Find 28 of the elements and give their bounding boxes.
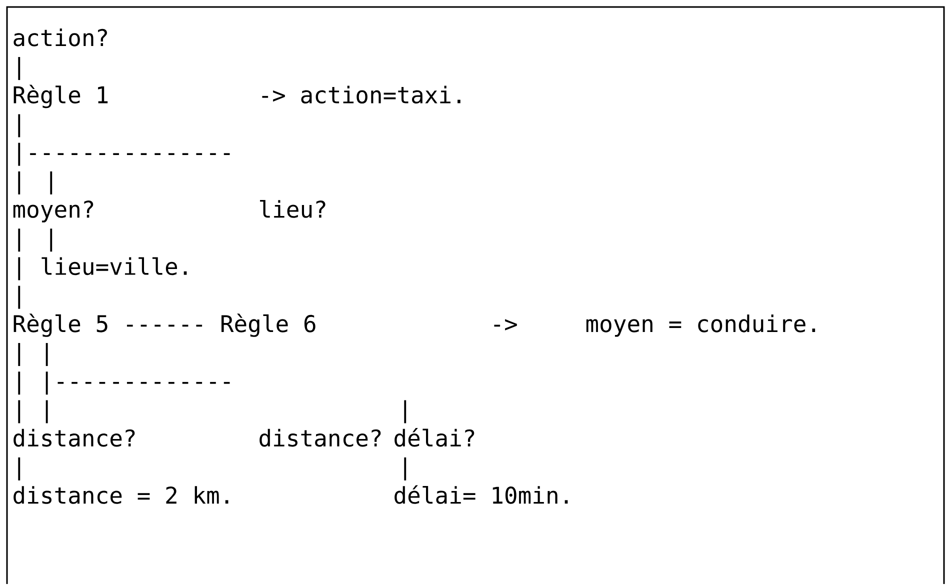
- ascii-text: |: [18, 228, 20, 252]
- ascii-text: | |: [18, 343, 48, 366]
- ascii-text: |: [404, 457, 406, 480]
- ascii-text: |: [18, 286, 20, 309]
- ascii-text: -> action=taxi.: [262, 86, 460, 104]
- ascii-text: Règle 5 ------ Règle 6: [14, 314, 316, 337]
- ascii-text: lieu?: [260, 200, 326, 218]
- ascii-text: délai?: [394, 428, 474, 447]
- ascii-text: |: [18, 171, 20, 194]
- ascii-text: |---------------: [18, 142, 230, 166]
- ascii-text: |: [404, 400, 406, 424]
- ascii-text: Règle 1: [14, 84, 108, 108]
- ascii-text: distance?: [260, 428, 381, 447]
- ascii-text: délai= 10min.: [394, 485, 568, 504]
- ascii-text: |: [50, 228, 52, 252]
- ascii-text: distance = 2 km.: [14, 486, 228, 504]
- ascii-text: |: [18, 457, 20, 480]
- ascii-text: | |: [18, 400, 48, 424]
- ascii-text: action?: [14, 28, 107, 46]
- ascii-text: moyen = conduire.: [586, 314, 816, 337]
- ascii-text: ->: [494, 319, 517, 330]
- ascii-text: | lieu=ville.: [18, 257, 187, 280]
- ascii-text: |: [50, 171, 52, 194]
- ascii-text: |: [18, 114, 20, 138]
- ascii-text: | |-------------: [18, 372, 230, 395]
- ascii-text: |: [18, 57, 20, 80]
- ascii-text: distance?: [14, 428, 135, 447]
- ascii-text: moyen?: [13, 200, 94, 222]
